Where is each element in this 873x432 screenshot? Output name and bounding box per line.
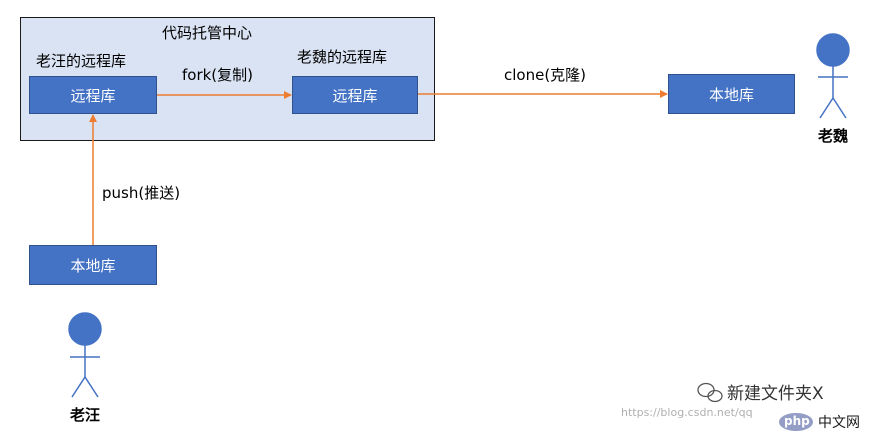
- watermark-url: https://blog.csdn.net/qq: [621, 406, 753, 419]
- laowang-local-repo[interactable]: 本地库: [29, 245, 157, 285]
- push-label: push(推送): [102, 184, 181, 202]
- laowang-person-icon: [68, 312, 102, 398]
- laowang-remote-repo[interactable]: 远程库: [29, 76, 157, 114]
- brand-php: php: [784, 414, 810, 428]
- php-logo-icon: [779, 413, 813, 431]
- fork-label: fork(复制): [182, 66, 254, 84]
- clone-label: clone(克隆): [504, 66, 587, 84]
- laowang-name: 老汪: [69, 406, 100, 424]
- wechat-icon: [697, 382, 723, 403]
- brand-cn: 中文网: [818, 415, 860, 431]
- watermark-account: 新建文件夹X: [727, 384, 824, 404]
- laowei-local-repo[interactable]: 本地库: [668, 74, 795, 114]
- laowei-remote-repo[interactable]: 远程库: [292, 76, 418, 114]
- hub-title: 代码托管中心: [162, 24, 253, 42]
- laowang-remote-title: 老汪的远程库: [36, 52, 127, 70]
- laowei-name: 老魏: [817, 127, 848, 145]
- laowei-remote-title: 老魏的远程库: [297, 48, 388, 66]
- laowei-person-icon: [816, 33, 850, 119]
